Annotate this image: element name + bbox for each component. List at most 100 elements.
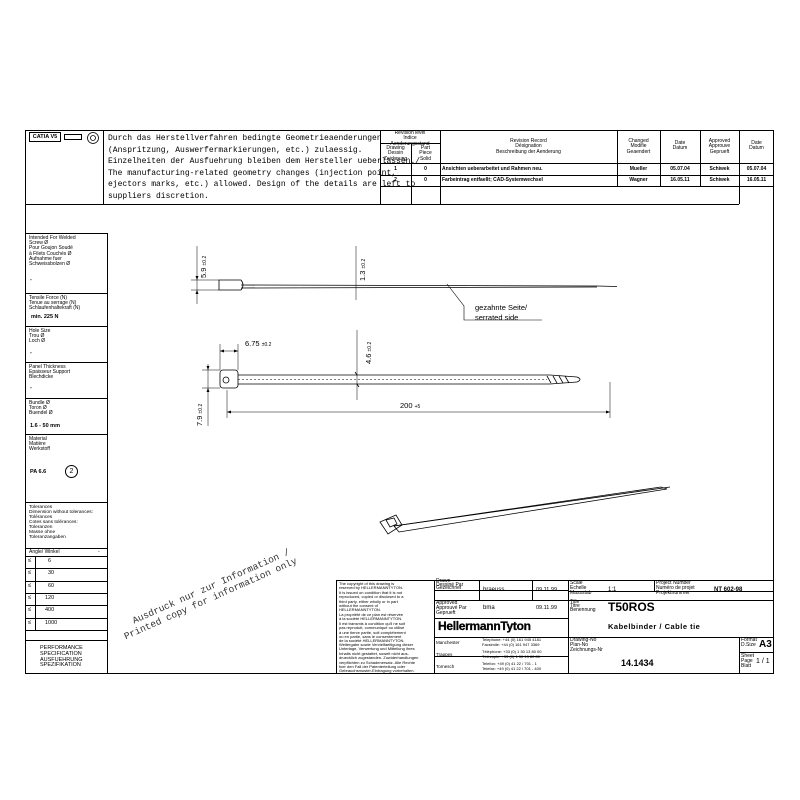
dim-length-label: 200 +5 [400,401,421,410]
welded-screw-label: Intended For Welded Screw Ø Pour Goujon … [29,235,76,268]
serrated-label-de: gezahnte Seite/ [475,303,528,312]
panel-thickness-value: - [30,385,32,391]
hellermanntyton-logo: HellermannTyton [436,619,566,635]
revision-part-header: Part Piece Solid [419,145,432,162]
location-tornesch-phone: Telefon: +49 (0) 41 22 / 701 - 1 Telefax… [482,661,542,671]
revision-row-1-changed: Mueller [629,166,648,172]
bundle-value: 1.6 - 50 mm [30,423,60,429]
panel-thickness-label: Panel Thickness Epaisseur Support Blechd… [29,364,71,381]
dim-head-label: 6.75 ±0.2 [245,339,272,348]
drawing-no-label: Drawing-No Plan-No Zeichnungs-Nr [570,637,603,653]
drawn-date: 09.11.99 [536,587,558,593]
drawn-by: braeuss [483,587,505,593]
performance-specification: PERFORMANCE SPECIFICATION AUSFUEHRUNG SP… [40,645,83,669]
tolerance-row-value: 120 [45,594,55,601]
cable-tie-drawing: 5.9 ±0.2 1.3 ±0.2 gezahnte Seite/ serrat… [191,246,671,535]
revision-level-header: Revision level Indice Aenderungsstand [390,130,430,147]
project-label: Project Number Numéro de projet Projektn… [656,580,695,596]
sheet-value: 1 / 1 [756,658,770,665]
top-view-head [219,369,239,389]
revision-row-1-approved: Schiwek [709,166,730,172]
tolerance-row-symbol: ≤ [28,607,32,614]
material-mark-text: 2 [69,468,74,475]
approved-by: bma [483,605,495,611]
scale-value: 1:1 [608,587,617,593]
side-view-strap [240,284,598,287]
title-block: The copyright of this drawing is reserve… [336,578,774,674]
approved-label: Approved Approuvé Par Geprueft [436,600,467,616]
logo-text: HellermannTyton [438,619,531,633]
copyright-fr: La propriété de ce plan est réservée à l… [339,612,406,644]
tensile-force-label: Tensile Force (N) Tenue au serrage (N) S… [29,295,81,312]
copyright-en: The copyright of this drawing is reserve… [339,581,404,613]
location-tornesch: Tornesch [436,664,455,669]
revision-table: Revision level Indice Aenderungsstand Dr… [380,130,774,205]
material-revision-mark: 2 [65,465,78,478]
sheet-label: Sheet Page Blatt [741,653,755,669]
tolerance-row-divider [25,580,107,582]
revision-date-header: Date Datum [672,140,688,152]
project-value: NT 602-98 [714,587,743,593]
header-bottom-line [25,204,380,205]
copyright-de: Weitergabe sowie Vervielfaeltigung diese… [339,642,419,674]
dim-thickness-label: 1.3 ±0.2 [358,259,367,281]
drawing-frame [25,130,774,674]
material-value: PA 6.6 [30,469,47,475]
tolerances-label: Tolerances Dimension without tolerances:… [29,505,93,540]
revision-row-2-drawing: 2 [394,177,397,183]
dim-width-label: 5.9 ±0.2 [199,256,208,278]
tolerance-row-value: 30 [48,570,55,577]
sidebar-top-line [25,233,107,234]
format-value: A3 [759,639,772,650]
iso-view-head [379,514,403,535]
projection-symbol-icon [87,132,99,144]
tolerance-row-symbol: ≤ [28,582,32,589]
tolerance-row-value: 1000 [45,619,58,626]
revision-row-1-record: Ansichten ueberarbeitet und Rahmen neu. [442,166,543,172]
tensile-force-value: min. 225 N [31,314,59,320]
tolerance-row-divider [25,617,107,619]
angle-label: Angle/ Winkel [29,549,60,555]
hole-size-value: - [30,350,32,356]
part-number: T50ROS [608,600,655,614]
catia-label: CATIA V5 [32,134,58,140]
tolerance-row-value: 6 [48,558,52,564]
revision-row-2-approved: Schiwek [709,177,730,183]
hole-size-label: Hole Size Trou Ø Loch Ø [29,328,51,345]
revision-changed-header: Changed Modifie Geaendert [626,138,651,155]
tolerance-row-divider [25,605,107,607]
iso-view-strap [393,486,668,533]
header-divider [103,130,104,204]
tolerance-row-symbol: ≤ [28,619,32,626]
tolerance-row-symbol: ≤ [28,558,32,564]
title-label: Title Titre Benennung [570,599,596,613]
sidebar-divider [107,233,108,674]
location-manchester-phone: Telephone: +44 (0) 161 945 4181 Facsimil… [482,637,542,647]
part-description: Kabelbinder / Cable tie [608,622,701,631]
format-icon [64,134,82,140]
tolerance-row-value: 400 [45,607,55,614]
revision-row-1-part: 0 [424,166,427,172]
drawing-number: 14.1434 [621,658,654,668]
dim-head-height-label: 4.6 ±0.2 [364,342,373,364]
revision-row-2-date: 16.05.11 [670,177,690,183]
revision-row-2-date2: 16.05.11 [746,177,767,183]
dim-total-height-label: 7.9 ±0.2 [195,404,204,426]
side-view-head [218,279,244,291]
scale-label: Scale Echelle Massstab [570,580,592,596]
revision-row-2-changed: Wagner [629,177,648,183]
catia-badge: CATIA V5 [29,132,61,142]
location-trappes-phone: Téléphone: +33 (0) 1 30 13 80 00 Télécop… [482,649,542,659]
tolerance-row-symbol: ≤ [28,570,32,577]
revision-row-1-date: 05.07.04 [670,166,690,172]
tolerance-row-symbol: ≤ [28,594,32,601]
location-trappes: Trappes [436,652,453,657]
revision-approved-header: Approved Approuve Geprueft [708,138,731,155]
tolerance-row-divider [25,592,107,594]
serrated-label-en: serrated side [475,313,518,322]
drawn-label: Drawn Dessiné Par Gezeichnet [436,578,464,591]
format-label: Format D.Size [741,637,757,648]
revision-row-2-part: 0 [424,177,427,183]
material-label: Material Matière Werkstoff [29,436,50,453]
angle-value: - [98,549,100,555]
